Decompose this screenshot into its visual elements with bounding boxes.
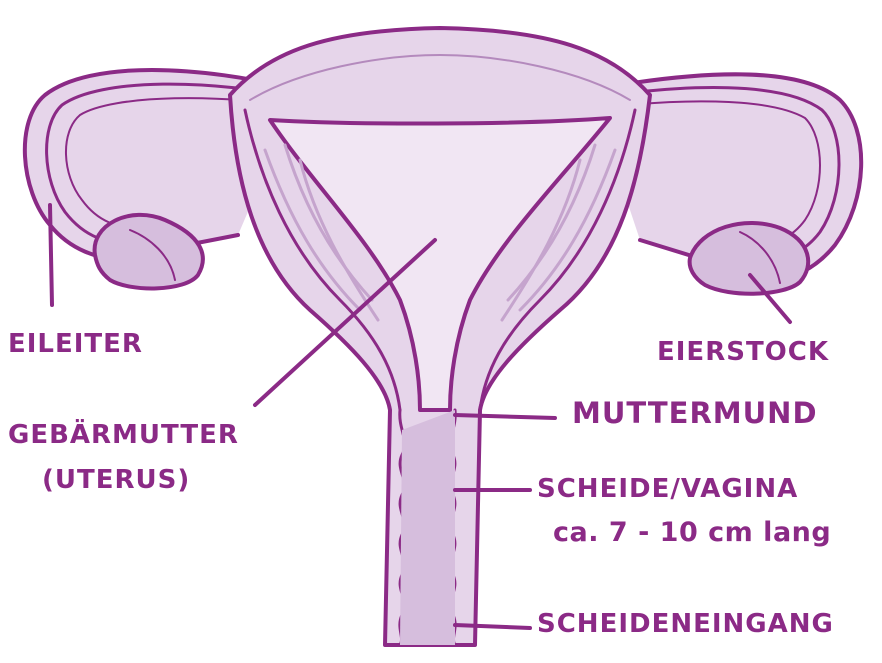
label-scheideneingang: SCHEIDENEINGANG	[537, 610, 834, 639]
right-ovary	[690, 223, 809, 294]
label-eierstock: EIERSTOCK	[657, 338, 829, 367]
label-muttermund: MUTTERMUND	[572, 398, 818, 430]
label-scheide-length: ca. 7 - 10 cm lang	[553, 518, 831, 548]
label-eileiter: EILEITER	[8, 330, 143, 359]
eileiter-leader	[50, 205, 52, 305]
label-uterus: (UTERUS)	[42, 466, 190, 495]
label-scheide-vagina: SCHEIDE/VAGINA	[537, 475, 798, 504]
label-gebaermutter: GEBÄRMUTTER	[8, 421, 239, 450]
